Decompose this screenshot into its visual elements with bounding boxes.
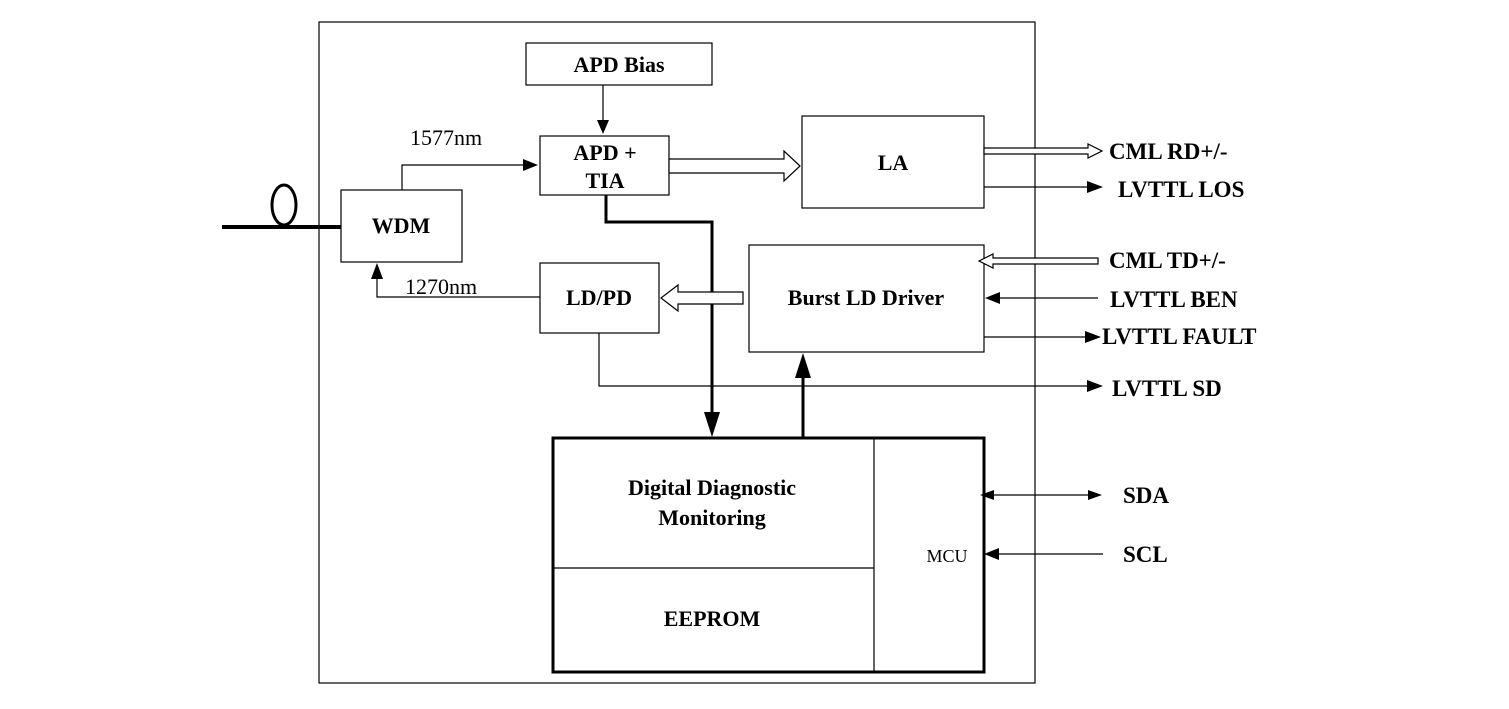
eeprom-label: EEPROM xyxy=(664,606,761,631)
apd-bias-arrowhead xyxy=(597,120,609,134)
sda-arrowhead-out xyxy=(1088,490,1102,500)
tx-optical-path xyxy=(376,278,540,298)
la-block: LA xyxy=(801,115,985,209)
cml-td-label: CML TD+/- xyxy=(1109,248,1226,273)
cml-td-arrow xyxy=(977,253,1099,269)
tia-to-ddm-arrowhead xyxy=(704,412,720,437)
rx-optical-arrowhead xyxy=(523,159,538,171)
scl-arrowhead xyxy=(984,548,999,560)
wdm-label: WDM xyxy=(372,213,431,238)
ddm-label-1: Digital Diagnostic xyxy=(628,475,796,500)
sda-label: SDA xyxy=(1123,483,1169,508)
cml-rd-arrow xyxy=(983,143,1104,159)
tia-to-la-arrow xyxy=(668,149,801,183)
ld-pd-label: LD/PD xyxy=(566,285,632,310)
wdm-block: WDM xyxy=(340,189,463,263)
apd-bias-label: APD Bias xyxy=(573,52,665,77)
fiber-loop xyxy=(270,183,298,227)
los-arrowhead xyxy=(1087,181,1103,193)
ben-arrowhead xyxy=(985,292,1000,304)
lvttl-ben-label: LVTTL BEN xyxy=(1110,287,1238,312)
sd-line xyxy=(598,333,1088,387)
ddm-label-2: Monitoring xyxy=(658,505,766,530)
fault-arrowhead xyxy=(1085,331,1101,343)
apd-bias-block: APD Bias xyxy=(525,42,713,86)
ddm-eeprom-mcu-block: Digital Diagnostic Monitoring EEPROM MCU xyxy=(551,436,986,674)
tia-to-ddm-line xyxy=(604,195,714,420)
rx-optical-path xyxy=(401,164,524,190)
sda-arrowhead-in xyxy=(980,490,994,500)
cml-rd-label: CML RD+/- xyxy=(1109,139,1228,164)
tx-optical-arrowhead xyxy=(371,263,383,279)
apd-tia-label-2: TIA xyxy=(585,168,624,193)
apd-tia-label-1: APD + xyxy=(573,140,636,165)
burst-ld-driver-label: Burst LD Driver xyxy=(788,285,945,310)
la-label: LA xyxy=(878,150,909,175)
driver-to-ldpd-arrow xyxy=(660,283,744,313)
mcu-label: MCU xyxy=(926,546,967,566)
tx-wavelength-label: 1270nm xyxy=(405,274,477,299)
rx-wavelength-label: 1577nm xyxy=(410,125,482,150)
apd-tia-block: APD + TIA xyxy=(539,135,670,196)
ddm-to-driver-arrowhead xyxy=(795,353,811,378)
lvttl-sd-label: LVTTL SD xyxy=(1112,376,1222,401)
lvttl-los-label: LVTTL LOS xyxy=(1118,177,1244,202)
lvttl-fault-label: LVTTL FAULT xyxy=(1102,324,1256,349)
scl-label: SCL xyxy=(1123,542,1168,567)
sd-arrowhead xyxy=(1087,380,1103,392)
burst-ld-driver-block: Burst LD Driver xyxy=(748,244,985,353)
ld-pd-block: LD/PD xyxy=(539,262,660,334)
